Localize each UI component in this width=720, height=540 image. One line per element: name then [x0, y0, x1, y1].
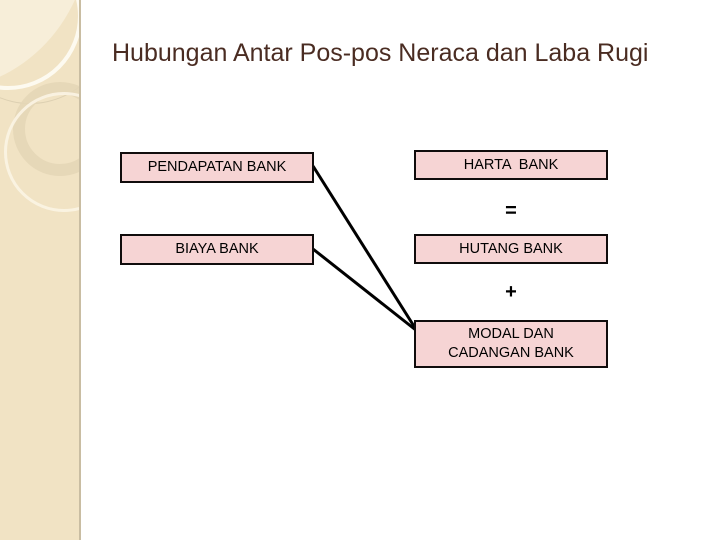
node-modal-dan-cadangan-bank[interactable]: MODAL DAN CADANGAN BANK	[414, 320, 608, 368]
operator-equals: =	[505, 200, 517, 222]
connector-pendapatan-to-modal	[311, 165, 419, 332]
node-harta-bank[interactable]: HARTA BANK	[414, 150, 608, 180]
node-pendapatan-bank[interactable]: PENDAPATAN BANK	[120, 152, 314, 183]
decorative-sidebar	[0, 0, 79, 540]
sidebar-edge-line	[79, 0, 81, 540]
connector-biaya-to-modal	[312, 247, 418, 333]
node-biaya-bank[interactable]: BIAYA BANK	[120, 234, 314, 265]
node-hutang-bank[interactable]: HUTANG BANK	[414, 234, 608, 264]
slide-title: Hubungan Antar Pos-pos Neraca dan Laba R…	[112, 39, 649, 67]
operator-plus: +	[505, 281, 517, 303]
